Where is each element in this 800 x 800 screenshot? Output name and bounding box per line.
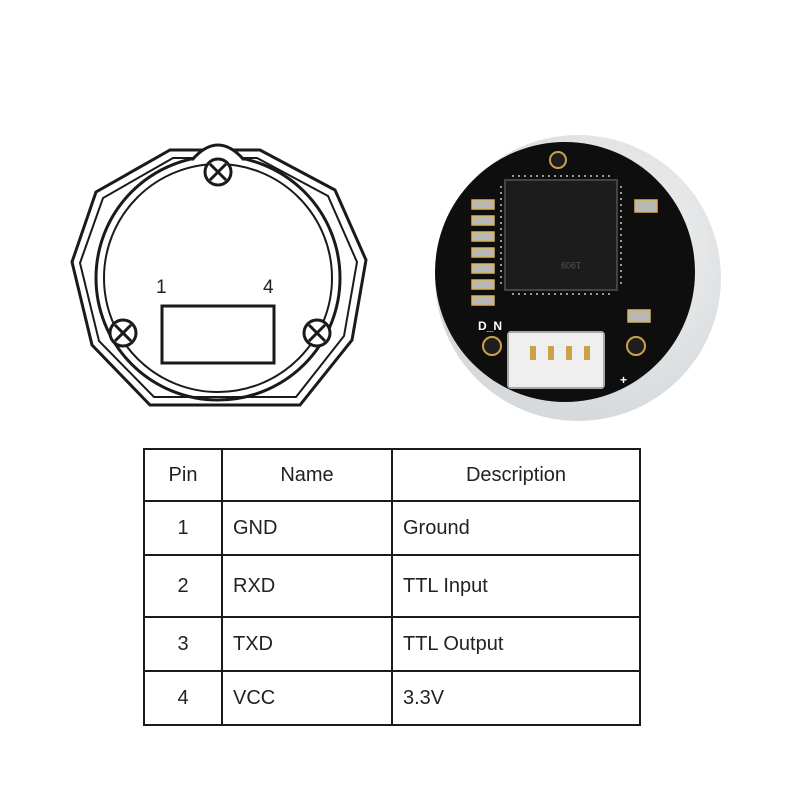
pcb-photo: 1909 D_N + [435,135,721,421]
outer-frame-inner-edge [78,157,359,398]
table-row: 4 VCC 3.3V [143,670,641,726]
mount-pad [482,336,502,356]
cell-name: TXD [221,616,393,672]
screw-ear-top [190,143,246,161]
cell-pin: 2 [143,554,223,618]
outer-frame [70,148,368,407]
screw-icon [302,318,332,348]
cell-description: TTL Output [391,616,641,672]
cell-pin: 4 [143,670,223,726]
silk-label-dn: D_N [478,319,502,333]
cell-description: 3.3V [391,670,641,726]
connector-contacts [530,346,590,360]
column-header-name: Name [221,448,393,502]
screw-icon [108,318,138,348]
chip-marking: 1909 [561,260,581,270]
table-row: 3 TXD TTL Output [143,616,641,672]
mount-pad [626,336,646,356]
smd-component-column [471,199,495,306]
smd-component [627,309,651,323]
mcu-chip [504,179,618,291]
screw-icon [203,157,233,187]
cell-pin: 1 [143,500,223,556]
pin-4-label: 4 [263,277,274,298]
cell-name: VCC [221,670,393,726]
cell-description: TTL Input [391,554,641,618]
cell-pin: 3 [143,616,223,672]
silk-plus-icon: + [620,373,627,387]
column-header-description: Description [391,448,641,502]
cell-description: Ground [391,500,641,556]
pin-1-label: 1 [156,277,167,298]
table-row: 1 GND Ground [143,500,641,556]
cell-name: GND [221,500,393,556]
column-header-pin: Pin [143,448,223,502]
module-outline-drawing: 1 4 [70,143,368,407]
smd-component [634,199,658,213]
cell-name: RXD [221,554,393,618]
mount-pad [549,151,567,169]
pin-table: Pin Name Description 1 GND Ground 2 RXD … [143,448,641,726]
table-header-row: Pin Name Description [143,448,641,502]
connector-outline [160,304,276,365]
chip-pins [500,175,622,295]
table-row: 2 RXD TTL Input [143,554,641,618]
